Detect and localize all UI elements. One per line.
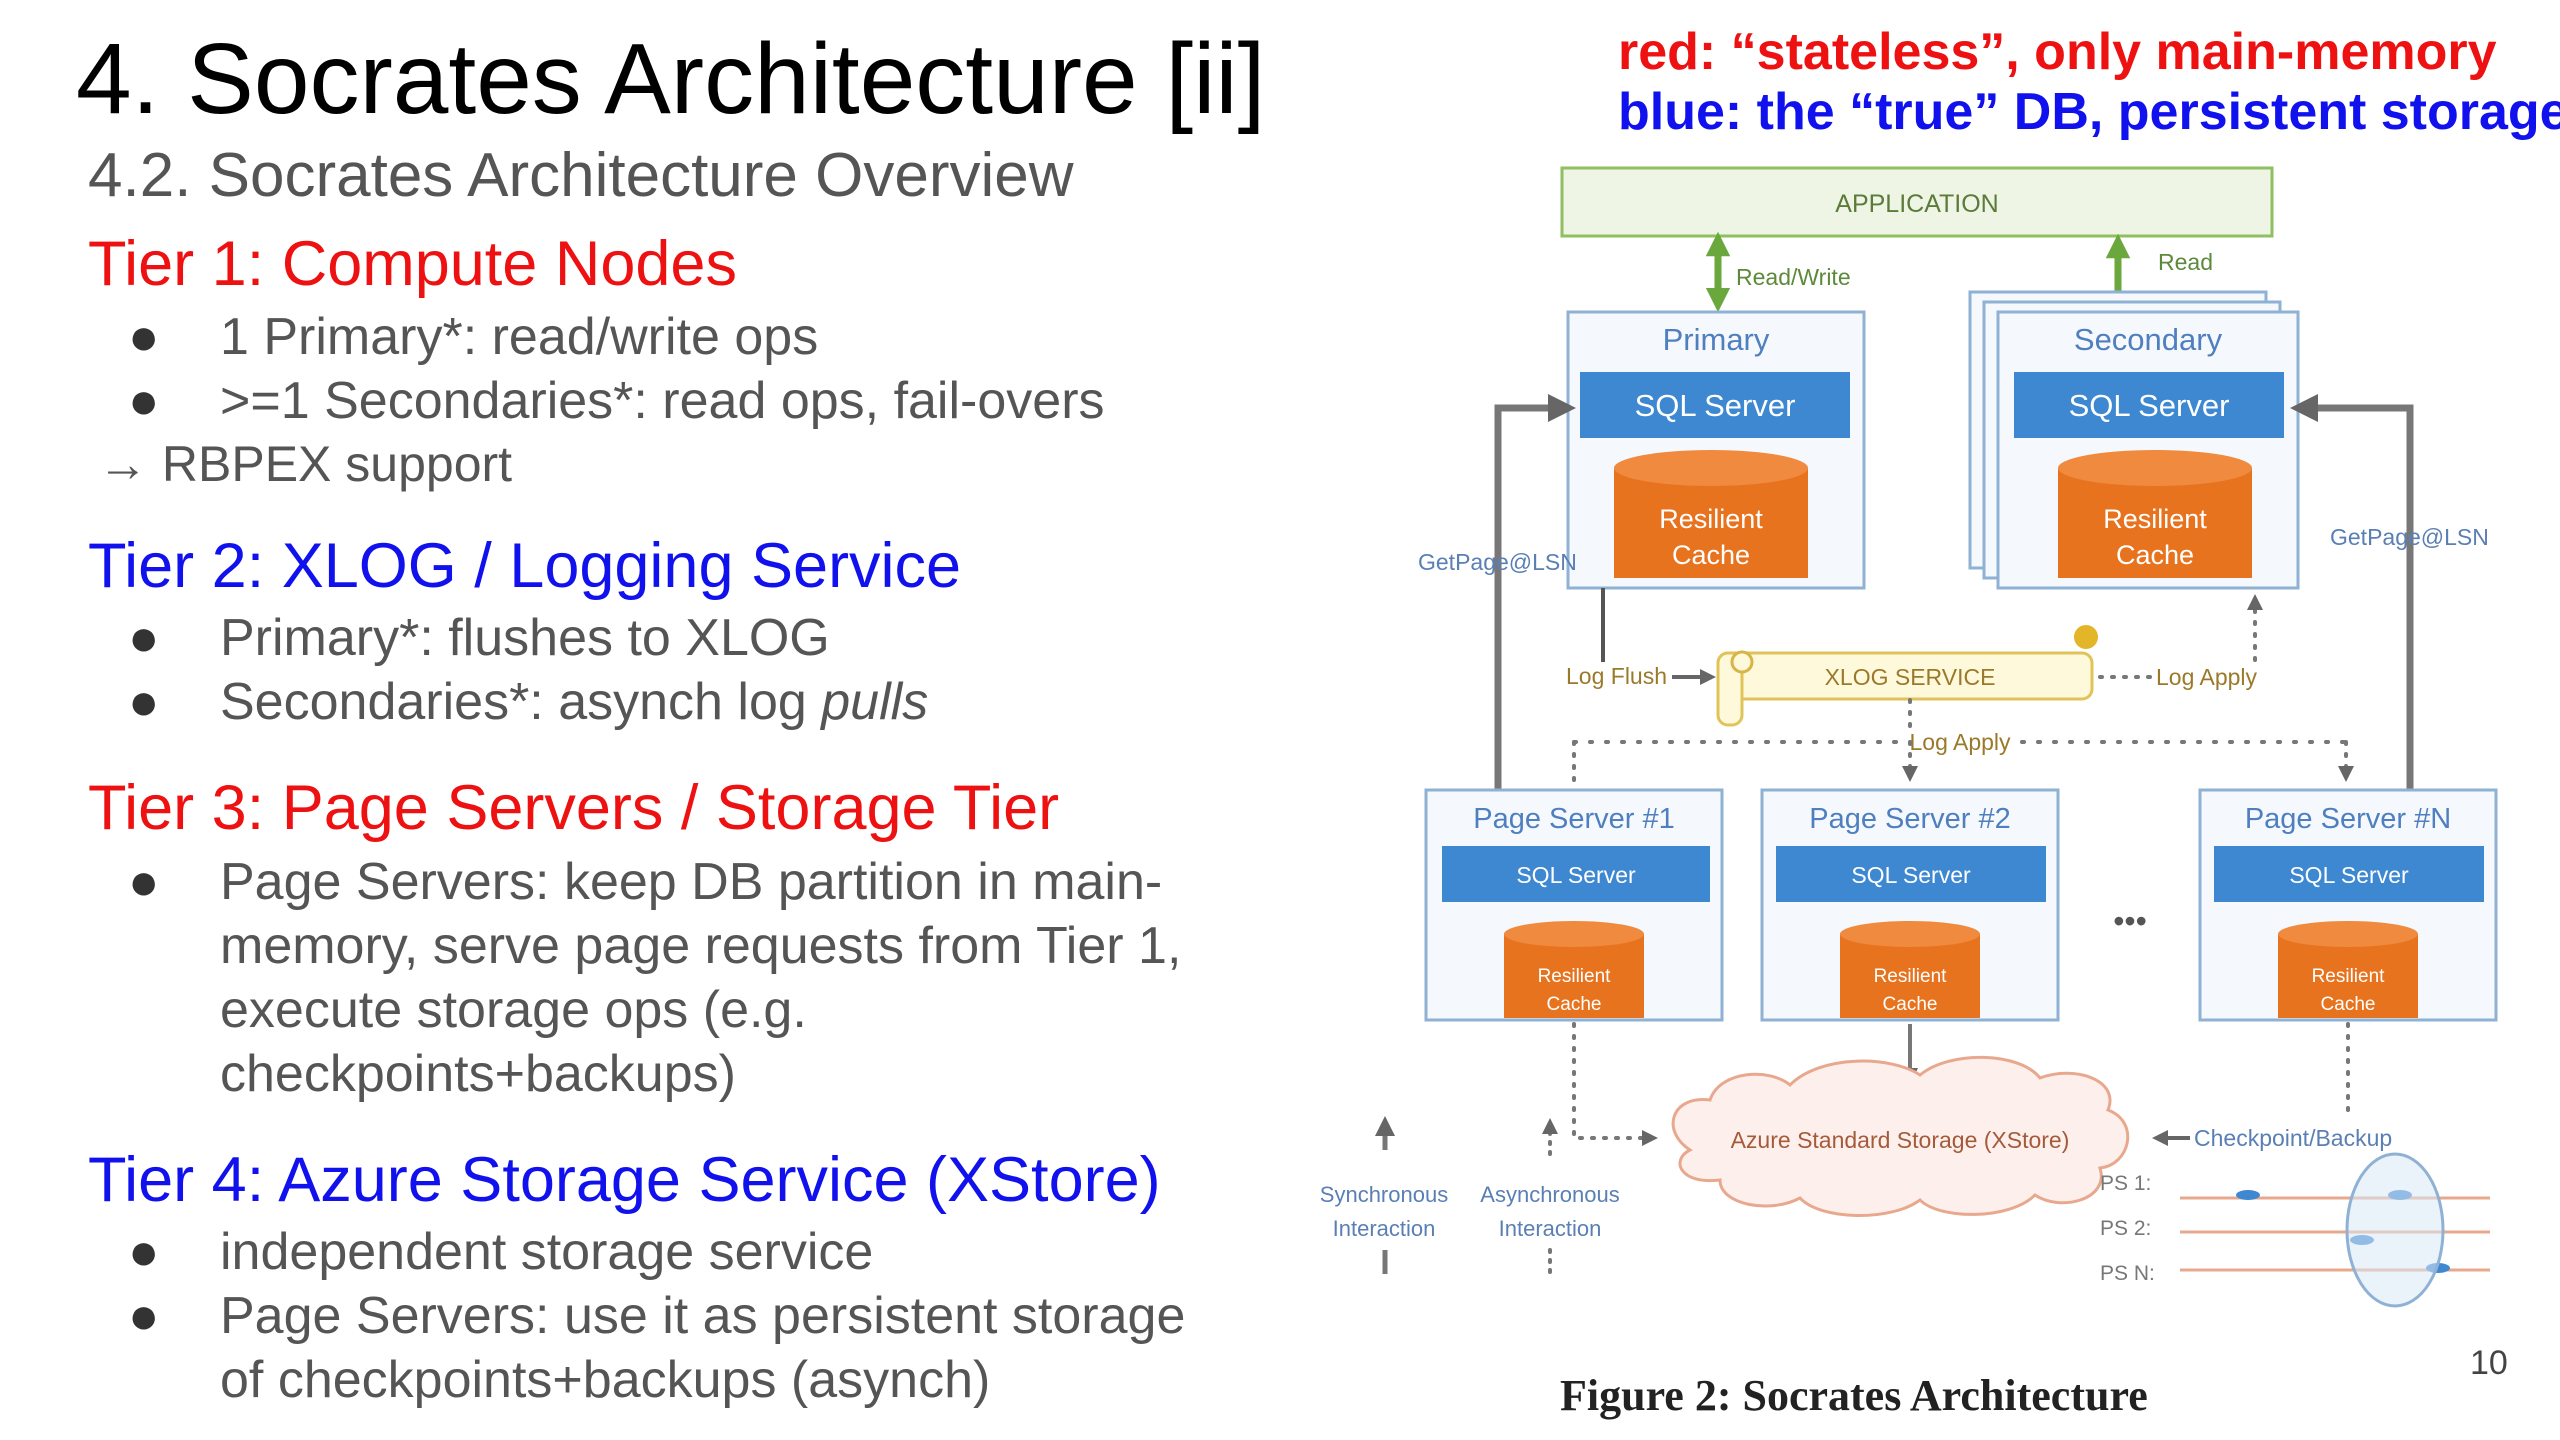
tier-3-bullets: ●Page Servers: keep DB partition in main… <box>128 850 1238 1106</box>
page-server-2-cache-1: Resilient <box>1874 966 1948 987</box>
bullet-item: ●1 Primary*: read/write ops <box>128 308 819 366</box>
ps-label-3: PS N: <box>2100 1262 2155 1285</box>
checkpoint-marker <box>2236 1190 2260 1200</box>
checkpoint-backup-label: Checkpoint/Backup <box>2194 1125 2392 1151</box>
primary-title: Primary <box>1663 322 1770 357</box>
primary-node: Primary SQL Server Resilient Cache <box>1566 310 1866 590</box>
tier-2-bullets: ●Primary*: flushes to XLOG ●Secondaries*… <box>128 606 928 734</box>
primary-cache-label-1: Resilient <box>1659 504 1763 534</box>
read-write-label: Read/Write <box>1736 264 1851 290</box>
secondary-cache-label-2: Cache <box>2116 540 2194 570</box>
page-server-1-sql: SQL Server <box>1516 862 1636 888</box>
page-number: 10 <box>2470 1344 2508 1382</box>
primary-sql-label: SQL Server <box>1635 388 1796 423</box>
bullet-item: ●Page Servers: use it as persistent stor… <box>128 1287 1186 1409</box>
page-server-n-sql: SQL Server <box>2289 862 2409 888</box>
log-apply-right-label: Log Apply <box>2156 664 2258 690</box>
application-box <box>1560 166 2274 238</box>
getpage-arrow-right <box>2290 394 2414 805</box>
getpage-label-right: GetPage@LSN <box>2330 524 2489 550</box>
tier-4-bullets: ●independent storage service ●Page Serve… <box>128 1220 1238 1412</box>
getpage-arrow-left <box>1494 394 1576 805</box>
ps-label-2: PS 2: <box>2100 1217 2151 1240</box>
getpage-label-left: GetPage@LSN <box>1418 549 1577 575</box>
bullet-item: ●Page Servers: keep DB partition in main… <box>128 853 1182 1103</box>
xlog-service-label: XLOG SERVICE <box>1825 664 1996 690</box>
slide-subtitle: 4.2. Socrates Architecture Overview <box>88 141 1074 210</box>
page-server-n: Page Server #N SQL Server Resilient Cach… <box>2198 788 2498 1022</box>
tier-1-note: → RBPEX support <box>98 436 513 492</box>
bullet-item: ●independent storage service <box>128 1223 874 1281</box>
primary-cache-label-2: Cache <box>1672 540 1750 570</box>
tier-1-heading: Tier 1: Compute Nodes <box>88 229 737 299</box>
tier-4-heading: Tier 4: Azure Storage Service (XStore) <box>88 1145 1161 1215</box>
page-server-2: Page Server #2 SQL Server Resilient Cach… <box>1760 788 2060 1022</box>
page-server-ellipsis: ••• <box>2113 903 2147 939</box>
sync-interaction-label-2: Interaction <box>1333 1216 1436 1241</box>
secondary-sql-label: SQL Server <box>2069 388 2230 423</box>
page-server-2-sql: SQL Server <box>1851 862 1971 888</box>
tier-2-heading: Tier 2: XLOG / Logging Service <box>88 531 962 601</box>
bullet-item: ●Primary*: flushes to XLOG <box>128 609 830 667</box>
ps1-to-storage <box>1572 1022 1658 1146</box>
resilient-cache-icon <box>1504 921 1644 1018</box>
azure-storage-cloud <box>1671 1055 2130 1217</box>
read-label: Read <box>2158 249 2213 275</box>
sync-interaction-label-1: Synchronous <box>1320 1182 1448 1207</box>
resilient-cache-icon <box>2278 921 2418 1018</box>
secondary-cache-label-1: Resilient <box>2103 504 2207 534</box>
slide-title: 4. Socrates Architecture [ii] <box>76 23 1266 135</box>
figure-caption: Figure 2: Socrates Architecture <box>1560 1371 2148 1420</box>
application-label: APPLICATION <box>1835 190 1998 218</box>
log-flush-label: Log Flush <box>1566 663 1667 689</box>
secondary-node: Secondary SQL Server Resilient Cache <box>1968 290 2300 590</box>
ps-label-1: PS 1: <box>2100 1172 2151 1195</box>
resilient-cache-icon <box>1840 921 1980 1018</box>
resilient-cache-icon <box>1614 450 1808 578</box>
page-server-1-title: Page Server #1 <box>1473 803 1675 835</box>
secondary-title: Secondary <box>2074 322 2223 357</box>
page-server-1-cache-1: Resilient <box>1538 966 1612 987</box>
page-server-2-title: Page Server #2 <box>1809 803 2011 835</box>
page-server-1-cache-2: Cache <box>1547 994 1602 1015</box>
tier-2-bullet-2: Secondaries*: asynch log pulls <box>220 673 929 731</box>
azure-storage-label: Azure Standard Storage (XStore) <box>1731 1127 2070 1153</box>
page-server-n-cache-2: Cache <box>2321 994 2376 1015</box>
tier-3-heading: Tier 3: Page Servers / Storage Tier <box>88 773 1060 843</box>
legend-blue: blue: the “true” DB, persistent storage <box>1618 83 2560 141</box>
checkpoint-window-oval <box>2345 1152 2445 1308</box>
async-interaction-label-1: Asynchronous <box>1480 1182 1619 1207</box>
socrates-architecture-diagram: APPLICATION Read/Write Read Primary SQL … <box>1320 166 2498 1308</box>
tier-1-bullets: ●1 Primary*: read/write ops ●>=1 Seconda… <box>128 305 1105 433</box>
page-server-2-cache-2: Cache <box>1883 994 1938 1015</box>
page-server-n-cache-1: Resilient <box>2312 966 2386 987</box>
log-apply-center-label: Log Apply <box>1909 729 2011 755</box>
bullet-item: ●>=1 Secondaries*: read ops, fail-overs <box>128 372 1105 430</box>
page-server-1: Page Server #1 SQL Server Resilient Cach… <box>1424 788 1724 1022</box>
page-server-n-title: Page Server #N <box>2245 803 2451 835</box>
xlog-service-scroll <box>1716 625 2098 727</box>
async-interaction-label-2: Interaction <box>1499 1216 1602 1241</box>
resilient-cache-icon <box>2058 450 2252 578</box>
legend-red: red: “stateless”, only main-memory <box>1618 23 2497 81</box>
bullet-item: ●Secondaries*: asynch log pulls <box>128 673 929 731</box>
